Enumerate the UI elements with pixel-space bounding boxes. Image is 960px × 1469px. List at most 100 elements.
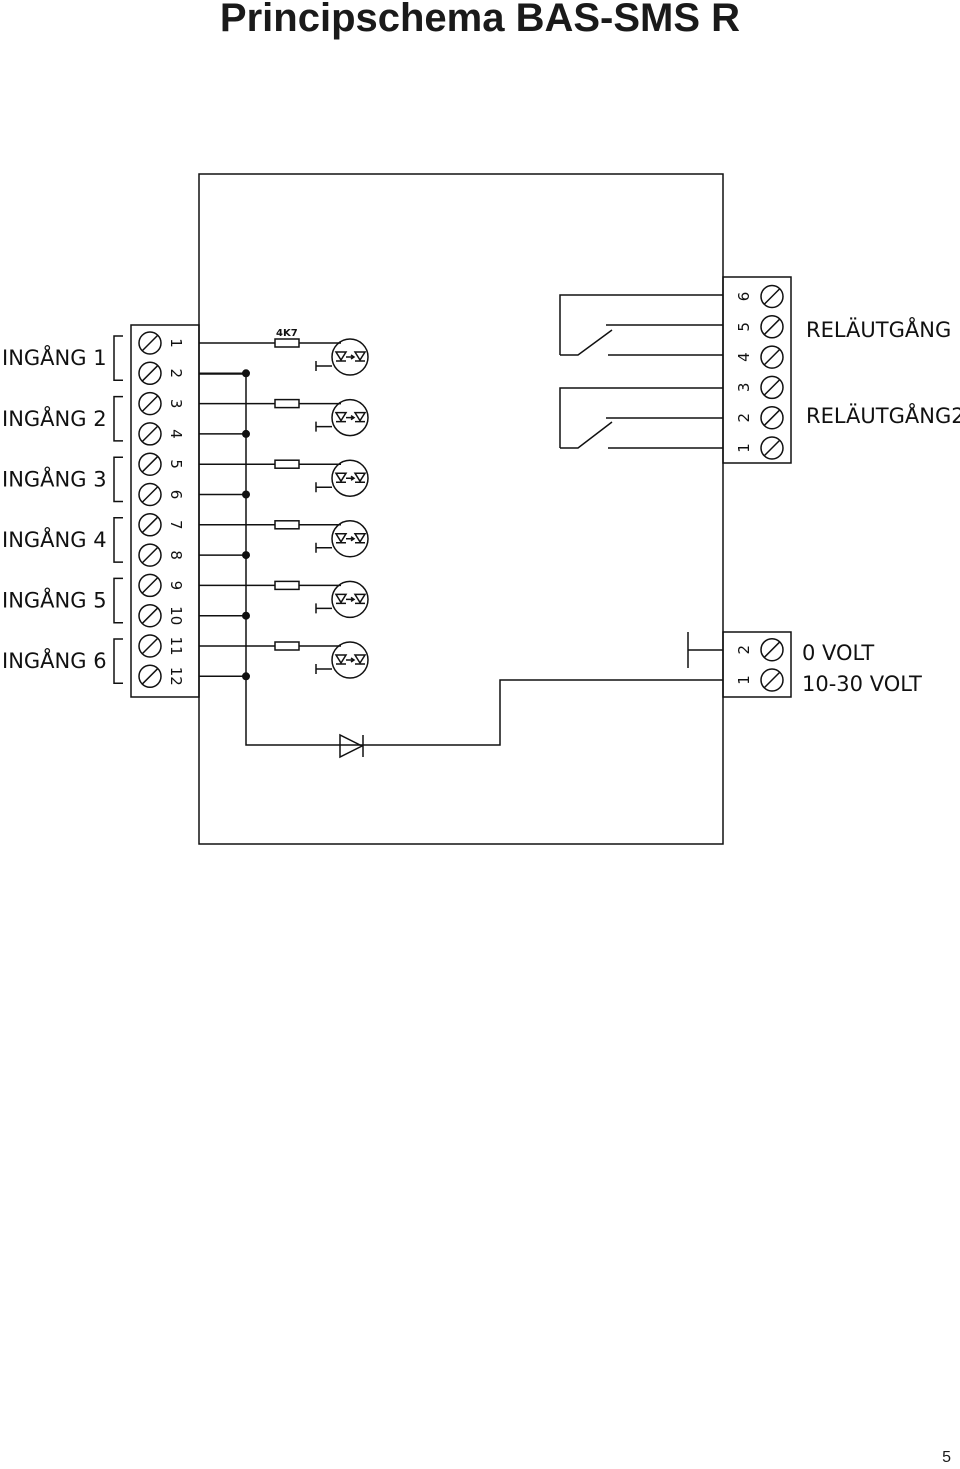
input-label: INGÅNG 3	[2, 465, 107, 491]
pin-number: 11	[167, 636, 185, 655]
resistor	[274, 580, 300, 591]
pin-number: 4	[735, 352, 753, 362]
screw-terminal	[760, 375, 784, 400]
screw-terminal	[760, 315, 784, 339]
relay-1-switch	[559, 294, 723, 356]
light-arrow	[346, 354, 356, 360]
input-label: INGÅNG 6	[2, 647, 107, 673]
resistor	[274, 338, 300, 348]
pin-number: 2	[735, 645, 753, 655]
power-terminal-block	[722, 631, 792, 698]
screw-terminal	[138, 664, 162, 689]
optocoupler	[331, 459, 369, 497]
bus-diode	[339, 733, 364, 759]
pin-number: 5	[167, 459, 185, 469]
pin-number: 10	[167, 606, 185, 625]
screw-terminal-slot	[763, 318, 781, 336]
led-symbol	[334, 411, 348, 423]
photo-symbol	[353, 533, 367, 544]
resistor	[274, 459, 300, 469]
light-arrow	[346, 475, 356, 481]
pin-number: 9	[167, 581, 185, 591]
resistor	[274, 641, 300, 651]
pin-number: 3	[167, 399, 185, 409]
photo-symbol	[353, 654, 367, 665]
screw-terminal	[138, 331, 162, 355]
screw-terminal	[138, 422, 162, 446]
junction-dot	[242, 369, 250, 378]
input-bracket	[113, 577, 123, 624]
relay-output-label: RELÄUTGÅNG2	[806, 402, 960, 428]
optocoupler	[331, 641, 369, 679]
junction-dot	[242, 672, 250, 681]
photo-symbol	[353, 411, 367, 423]
power-ground-stub	[687, 632, 723, 668]
junction-dot	[242, 551, 250, 560]
pin-number: 5	[735, 322, 753, 332]
relay-terminal-block	[722, 276, 792, 464]
led-symbol	[334, 654, 348, 665]
screw-terminal	[138, 573, 162, 598]
input-label: INGÅNG 5	[2, 587, 107, 613]
ground-stub	[315, 421, 332, 432]
junction-dot	[242, 490, 250, 499]
photo-symbol	[353, 351, 367, 362]
led-symbol	[334, 533, 348, 544]
optocoupler	[331, 580, 369, 619]
pin-number: 12	[167, 667, 185, 686]
screw-terminal	[760, 405, 784, 430]
optocoupler	[331, 338, 369, 376]
screw-terminal-slot	[141, 364, 159, 382]
screw-terminal-slot	[763, 348, 781, 366]
ground-stub	[315, 603, 332, 614]
screw-terminal	[138, 634, 162, 658]
ground-stub	[315, 542, 332, 553]
light-arrow	[346, 536, 356, 542]
screw-terminal-slot	[763, 439, 781, 457]
optocoupler	[331, 520, 369, 558]
pin-number: 4	[167, 429, 185, 439]
screw-terminal-slot	[141, 485, 159, 504]
screw-terminal-slot	[141, 546, 159, 564]
screw-terminal	[138, 452, 162, 476]
screw-terminal	[138, 543, 162, 567]
pin-number: 6	[735, 292, 753, 302]
resistor	[274, 520, 300, 530]
screw-terminal-slot	[763, 378, 781, 396]
pin-number: 3	[735, 383, 753, 393]
input-label: INGÅNG 4	[2, 526, 107, 552]
screw-terminal	[760, 345, 784, 369]
device-enclosure	[198, 173, 724, 845]
screw-terminal	[138, 391, 162, 416]
screw-terminal-slot	[763, 641, 781, 659]
pin-number: 1	[735, 443, 753, 453]
led-symbol	[334, 472, 348, 483]
input-terminal-block	[130, 324, 200, 698]
photo-symbol	[353, 593, 367, 605]
photo-symbol	[353, 472, 367, 483]
screw-terminal-slot	[141, 607, 159, 625]
pin-number: 6	[167, 490, 185, 500]
screw-terminal	[138, 361, 162, 386]
screw-terminal-slot	[141, 516, 159, 534]
screw-terminal	[760, 637, 784, 662]
screw-terminal-slot	[141, 637, 159, 655]
light-arrow	[346, 657, 356, 663]
screw-terminal	[138, 513, 162, 537]
resistor-label: 4K7	[276, 328, 298, 339]
junction-dot	[242, 429, 250, 438]
screw-terminal	[760, 284, 784, 309]
input-bracket	[113, 638, 123, 685]
power-label: 10-30 VOLT	[802, 672, 922, 696]
relay-2-switch	[559, 387, 723, 449]
screw-terminal-slot	[141, 425, 159, 443]
screw-terminal-slot	[141, 576, 159, 594]
screw-terminal-slot	[141, 455, 159, 473]
light-arrow	[346, 596, 356, 603]
power-label: 0 VOLT	[802, 641, 874, 665]
ground-stub	[315, 482, 332, 493]
page-number: 5	[942, 1449, 951, 1466]
relay-output-label: RELÄUTGÅNG 1	[806, 316, 960, 342]
resistor	[274, 398, 300, 409]
